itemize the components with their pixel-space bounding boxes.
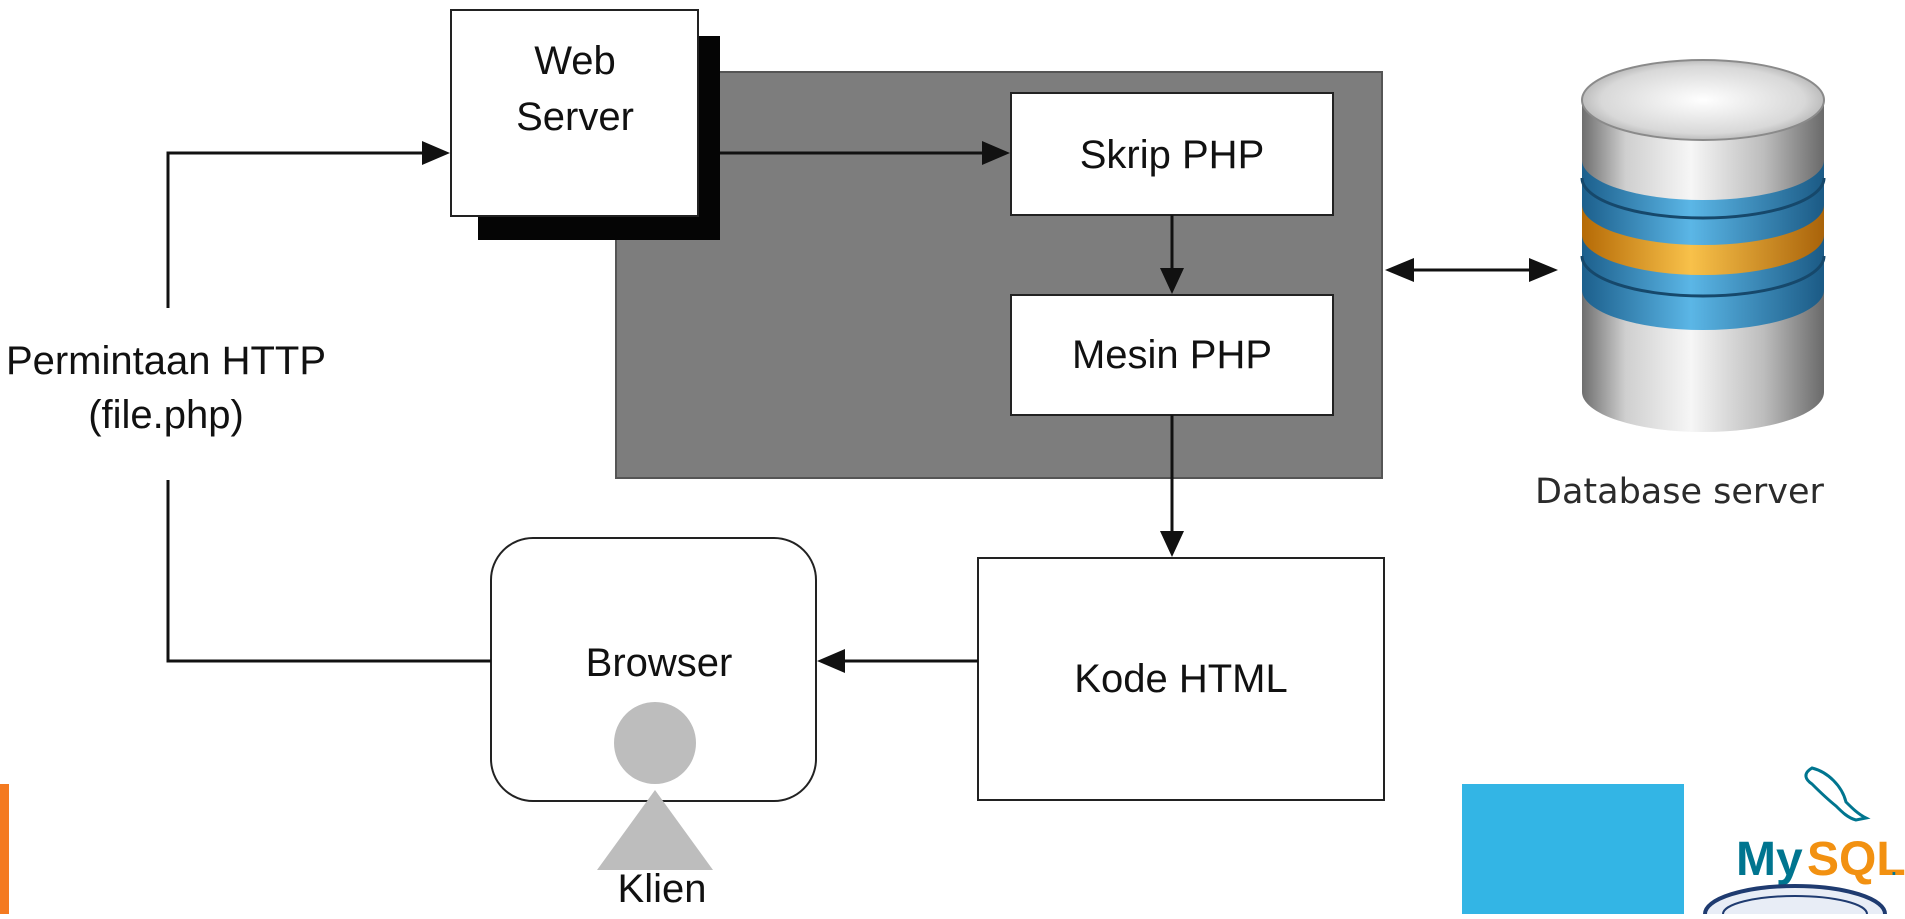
arrowhead-db-right	[1529, 258, 1558, 282]
database-icon	[1580, 59, 1826, 432]
connector-browser-to-left	[166, 480, 491, 663]
client-person-icon	[597, 702, 713, 870]
web-server-box	[450, 9, 699, 217]
mysql-dolphin-icon	[1804, 766, 1871, 822]
php-engine-box	[1010, 294, 1334, 416]
arrowhead-to-html	[1160, 531, 1184, 557]
browser-label: Browser	[586, 641, 733, 685]
mysql-logo-text-my: My	[1736, 833, 1803, 886]
arrowhead-to-engine	[1160, 268, 1184, 294]
orange-accent-bar	[0, 784, 9, 914]
mysql-logo-text-sql: SQL	[1807, 833, 1905, 886]
http-request-label-line1: Permintaan HTTP	[6, 339, 326, 383]
arrowheads	[422, 141, 1558, 673]
web-server-label-line2: Server	[516, 95, 634, 139]
client-label: Klien	[618, 867, 707, 911]
http-request-label-line2: (file.php)	[88, 393, 244, 437]
connector-left-to-webserver	[166, 151, 425, 308]
php-script-box	[1010, 92, 1334, 216]
arrowhead-db-left	[1385, 258, 1414, 282]
arrowhead-to-browser	[817, 649, 845, 673]
html-code-label: Kode HTML	[1074, 657, 1287, 701]
connectors	[166, 151, 1532, 663]
php-script-label: Skrip PHP	[1080, 133, 1265, 177]
html-code-box	[977, 557, 1385, 801]
php-engine-label: Mesin PHP	[1072, 333, 1272, 377]
mysql-logo-mark: .	[1890, 850, 1898, 881]
arrowhead-to-script	[982, 141, 1010, 165]
arrowhead-to-webserver	[422, 141, 450, 165]
database-server-label: Database server	[1535, 472, 1825, 512]
web-server-label-line1: Web	[534, 39, 616, 83]
